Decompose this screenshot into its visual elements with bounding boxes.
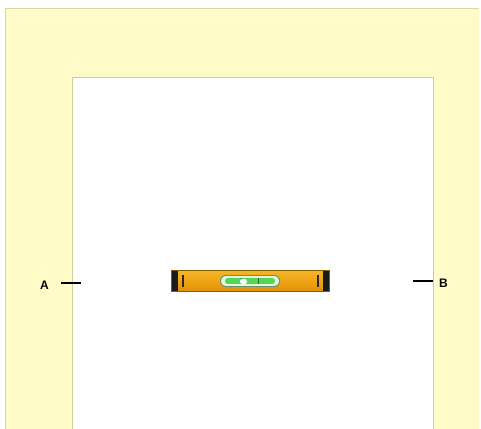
level-right-cap (323, 271, 329, 291)
level-vial-window (220, 275, 280, 287)
level-right-notch (317, 275, 319, 287)
door-frame (5, 8, 479, 429)
marker-a-label: A (40, 278, 49, 292)
marker-b-tick (413, 280, 433, 282)
vial-right-mark (258, 278, 259, 284)
level-left-notch (182, 275, 184, 287)
marker-b-label: B (439, 276, 448, 290)
level-vial (225, 278, 275, 284)
level-bubble (240, 279, 247, 284)
door-opening (72, 77, 434, 429)
spirit-level (171, 270, 330, 292)
level-left-cap (172, 271, 178, 291)
marker-a-tick (61, 282, 81, 284)
